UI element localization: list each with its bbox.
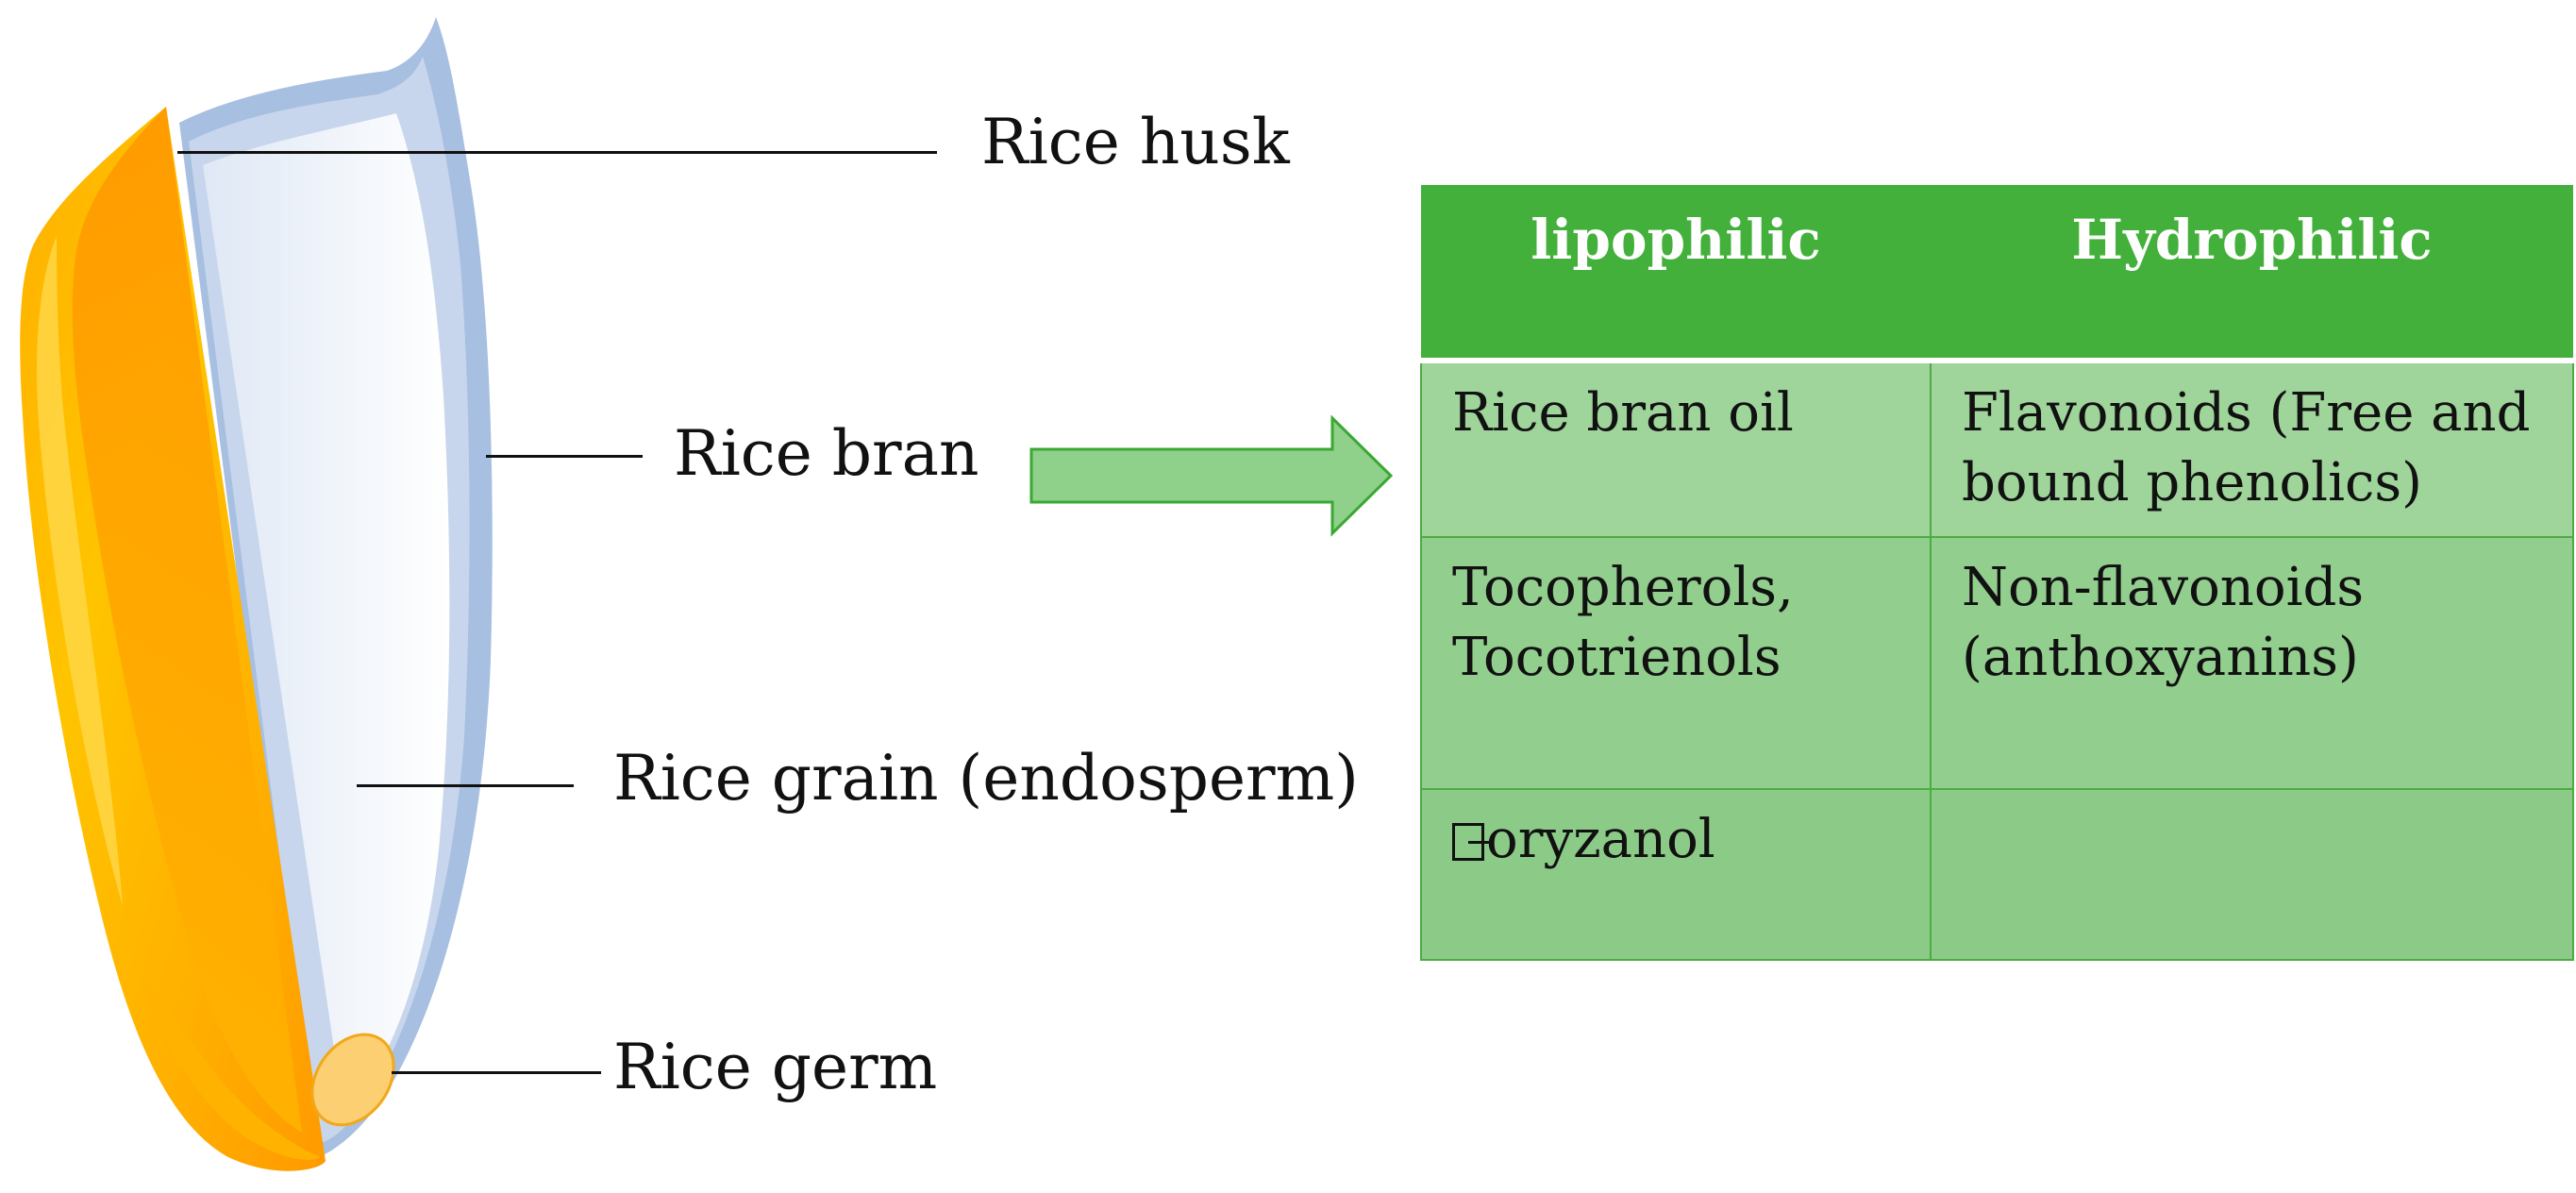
rice-germ xyxy=(310,1033,395,1127)
header-hydrophilic: Hydrophilic xyxy=(1931,185,2573,363)
germ-leader-line xyxy=(392,1071,601,1074)
bran-leader-line xyxy=(486,455,643,458)
rice-bran-compounds-table: lipophilic Hydrophilic Rice bran oil Fla… xyxy=(1420,185,2574,962)
table-row: Tocopherols, Tocotrienols Non-flavonoids… xyxy=(1420,537,2574,790)
rice-grain-label: Rice grain (endosperm) xyxy=(613,742,1359,815)
table-row: oryzanol xyxy=(1420,788,2574,962)
gamma-placeholder-icon xyxy=(1452,822,1489,861)
rice-husk-label: Rice husk xyxy=(981,106,1290,178)
header-lipophilic: lipophilic xyxy=(1421,185,1931,363)
rice-husk-inner xyxy=(72,107,303,1133)
table-cell: Tocopherols, Tocotrienols xyxy=(1420,537,1932,790)
table-cell: oryzanol xyxy=(1420,788,1932,962)
table-row: Rice bran oil Flavonoids (Free and bound… xyxy=(1420,361,2574,539)
table-cell xyxy=(1930,788,2574,962)
rice-husk-highlight xyxy=(37,236,123,906)
table-cell: Rice bran oil xyxy=(1420,361,1932,539)
table-cell: Flavonoids (Free and bound phenolics) xyxy=(1930,361,2574,539)
husk-leader-line xyxy=(177,151,937,154)
rice-grain-illustration xyxy=(20,17,493,1171)
rice-bran-label: Rice bran xyxy=(674,417,979,490)
rice-husk-base xyxy=(142,982,321,1160)
oryzanol-text: oryzanol xyxy=(1486,808,1715,870)
rice-grain-endosperm xyxy=(203,113,450,1118)
rice-germ-label: Rice germ xyxy=(613,1031,938,1103)
right-arrow-icon xyxy=(1029,415,1394,537)
grain-leader-line xyxy=(357,784,574,787)
table-cell: Non-flavonoids (anthoxyanins) xyxy=(1930,537,2574,790)
table-header-row: lipophilic Hydrophilic xyxy=(1421,185,2573,363)
